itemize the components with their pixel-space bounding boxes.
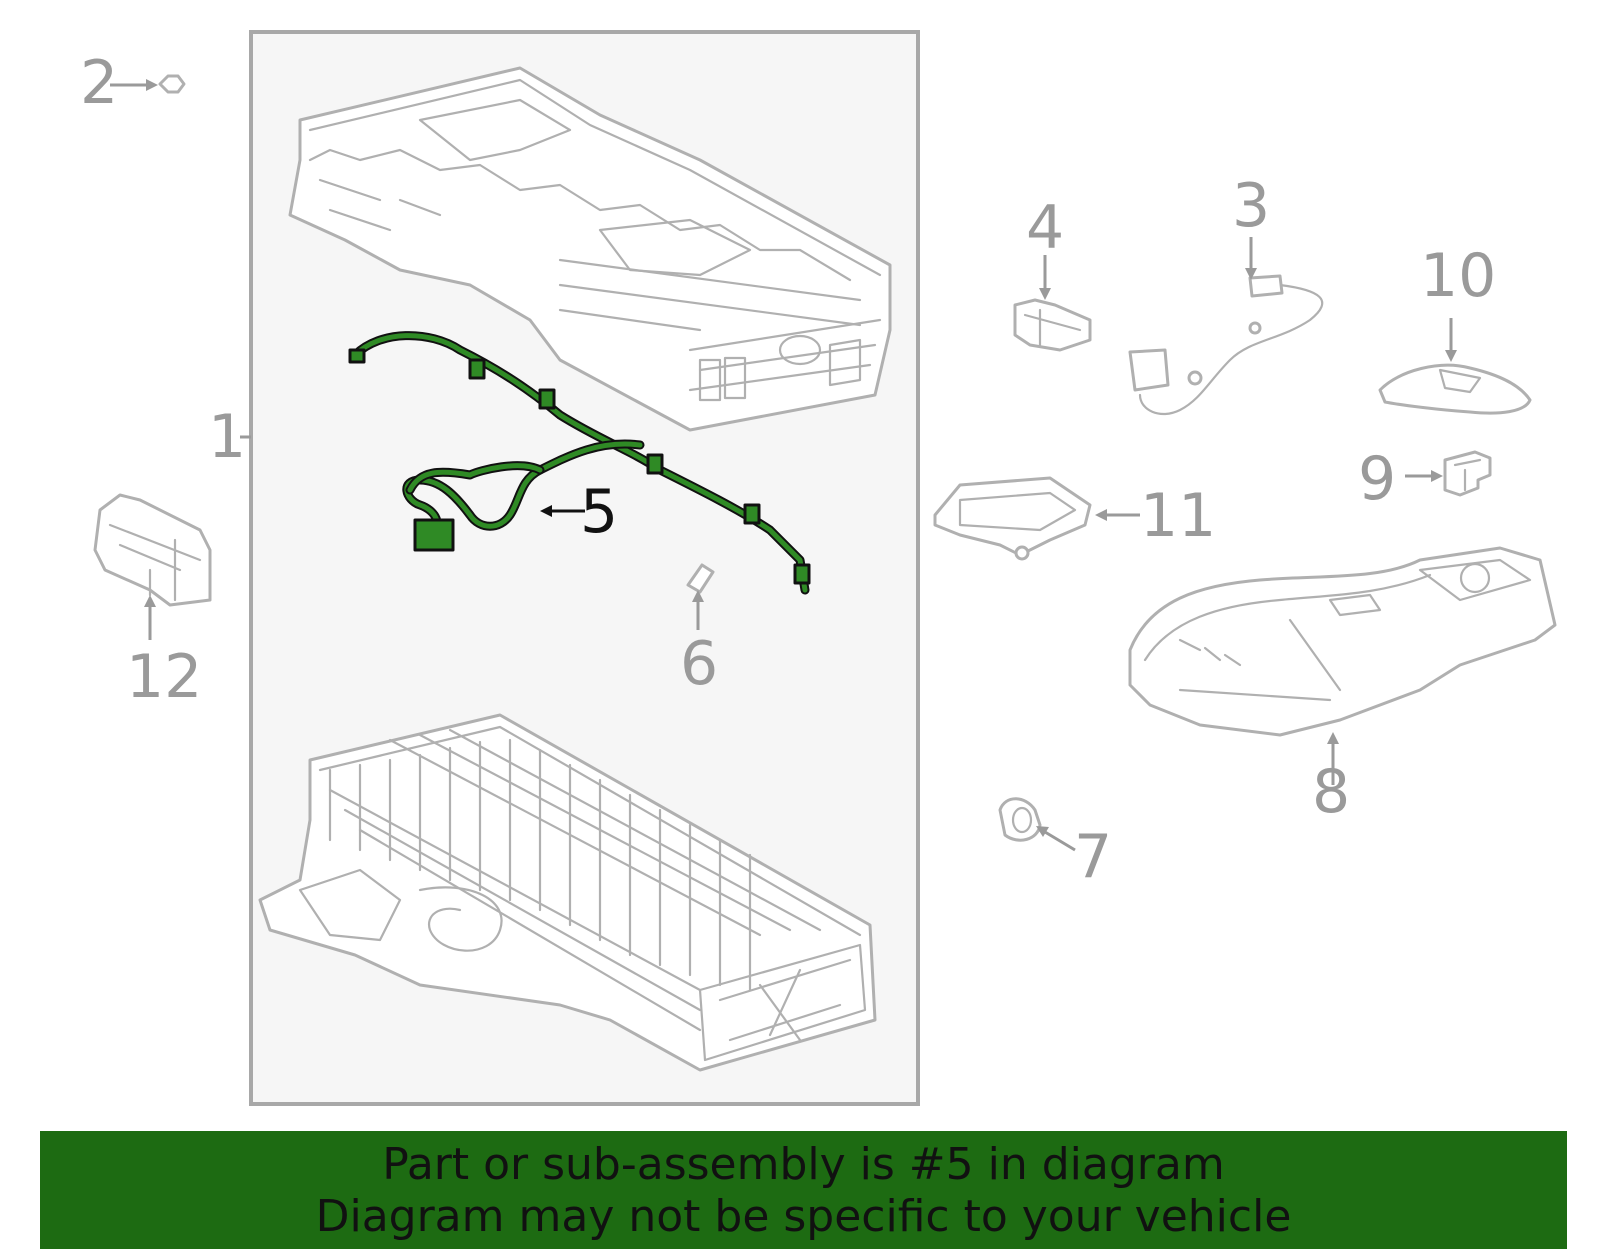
bracket-part-12 — [93, 493, 212, 607]
callout-9: 9 — [1358, 444, 1396, 514]
sensor-part-3 — [1128, 274, 1324, 416]
leader-lines — [110, 79, 1457, 852]
callout-1: 1 — [208, 402, 246, 472]
battery-cover-assembly — [288, 66, 892, 432]
callout-2: 2 — [80, 48, 118, 118]
clip-part-9 — [1443, 450, 1492, 497]
callout-7: 7 — [1074, 822, 1112, 892]
battery-module-stack — [258, 713, 877, 1072]
cover-part-8 — [1128, 546, 1557, 737]
banner-line-2: Diagram may not be specific to your vehi… — [315, 1191, 1292, 1242]
callout-4: 4 — [1026, 193, 1064, 263]
callout-6: 6 — [680, 629, 718, 699]
callout-3: 3 — [1232, 171, 1270, 241]
notice-banner: Part or sub-assembly is #5 in diagram Di… — [40, 1131, 1567, 1249]
control-module-part-11 — [933, 476, 1092, 561]
wire-harness-part-5 — [348, 331, 811, 595]
clip-part-6 — [686, 563, 715, 594]
callout-10: 10 — [1420, 241, 1496, 311]
connector-part-4 — [1013, 298, 1092, 352]
cap-part-10 — [1378, 363, 1532, 415]
callout-12: 12 — [126, 642, 202, 712]
callout-11: 11 — [1140, 481, 1216, 551]
banner-line-1: Part or sub-assembly is #5 in diagram — [382, 1139, 1225, 1190]
callout-8: 8 — [1312, 757, 1350, 827]
grommet-part-7 — [998, 797, 1042, 842]
callout-5: 5 — [580, 477, 618, 547]
clip-part-2 — [158, 74, 186, 94]
